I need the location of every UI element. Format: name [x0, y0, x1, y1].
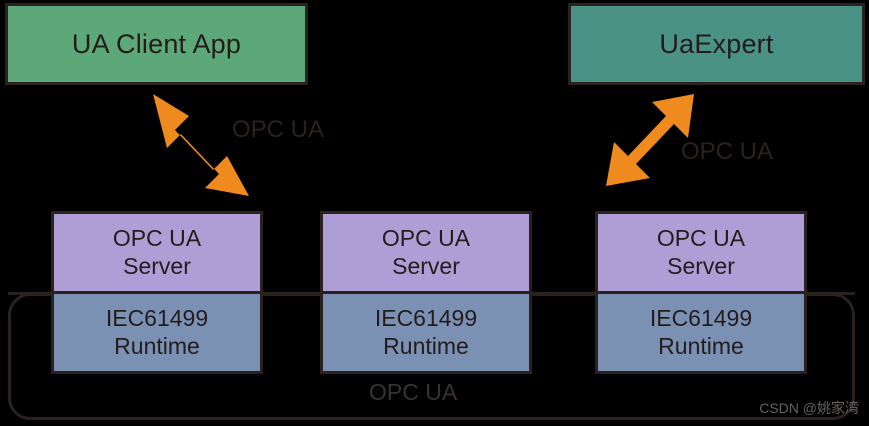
iec61499-runtime-label-line2: Runtime	[114, 332, 200, 359]
opc-ua-server-label-line2: Server	[123, 252, 191, 279]
iec61499-runtime-label-line2: Runtime	[658, 332, 744, 359]
csdn-watermark: CSDN @姚家湾	[759, 400, 859, 416]
opc-ua-server-label-line1: OPC UA	[381, 225, 471, 252]
protocol-label-left: OPC UA	[232, 116, 325, 143]
opc-ua-server-label-line1: OPC UA	[656, 225, 746, 252]
double-arrow-icon-left	[153, 94, 249, 196]
opc-ua-server-label-line2: Server	[667, 252, 735, 279]
uaexpert-box[interactable]: UaExpert	[568, 3, 865, 85]
opc-ua-server-layer: OPC UA Server	[598, 214, 804, 291]
node-opc-ua-server-2[interactable]: OPC UA Server IEC61499 Runtime	[320, 211, 532, 374]
node-opc-ua-server-3[interactable]: OPC UA Server IEC61499 Runtime	[595, 211, 807, 374]
protocol-label-bus: OPC UA	[369, 379, 458, 405]
iec61499-runtime-layer: IEC61499 Runtime	[598, 291, 804, 371]
iec61499-runtime-label-line1: IEC61499	[649, 305, 753, 332]
opc-ua-server-layer: OPC UA Server	[323, 214, 529, 291]
node-opc-ua-server-1[interactable]: OPC UA Server IEC61499 Runtime	[51, 211, 263, 374]
ua-client-app-label: UA Client App	[71, 28, 242, 59]
opc-ua-server-layer: OPC UA Server	[54, 214, 260, 291]
iec61499-runtime-label-line2: Runtime	[383, 332, 469, 359]
iec61499-runtime-layer: IEC61499 Runtime	[54, 291, 260, 371]
iec61499-runtime-layer: IEC61499 Runtime	[323, 291, 529, 371]
opc-ua-server-label-line2: Server	[392, 252, 460, 279]
uaexpert-label: UaExpert	[659, 28, 774, 59]
opc-ua-server-label-line1: OPC UA	[112, 225, 202, 252]
protocol-label-right: OPC UA	[681, 138, 774, 165]
ua-client-app-box[interactable]: UA Client App	[5, 3, 308, 85]
iec61499-runtime-label-line1: IEC61499	[105, 305, 209, 332]
iec61499-runtime-label-line1: IEC61499	[374, 305, 478, 332]
double-arrow-icon-right	[606, 94, 694, 186]
